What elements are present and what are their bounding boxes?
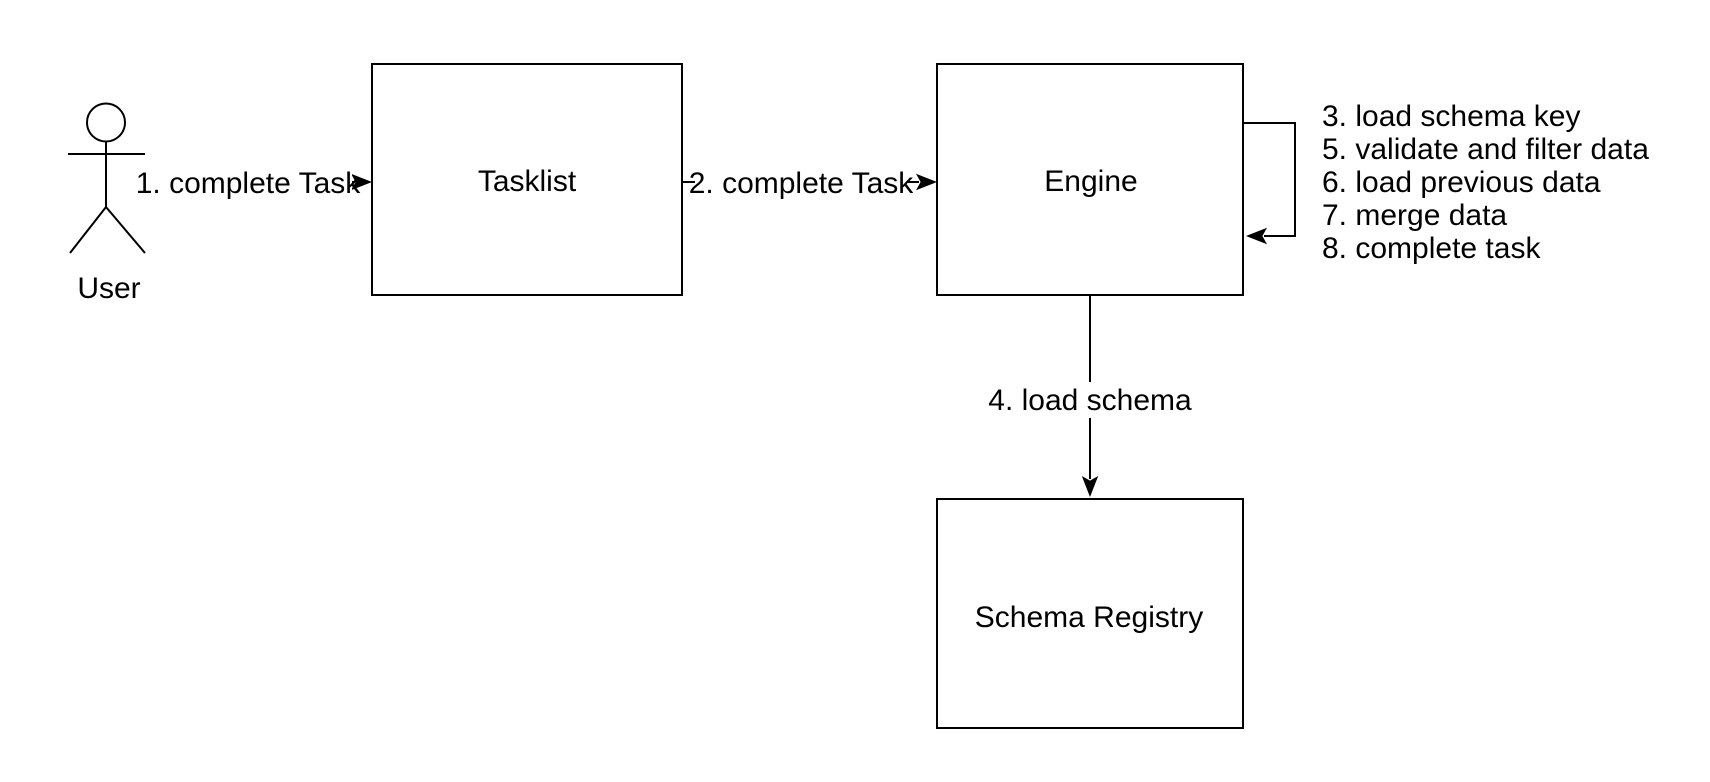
loop-step-1: 3. load schema key [1322,100,1580,133]
edge-label-2-text: 2. complete Task [689,167,915,200]
actor-head [86,102,126,143]
edge-label-1: 1. complete Task [136,167,362,200]
loop-step-3: 6. load previous data [1322,166,1601,199]
arrowhead-down-icon [1081,476,1099,497]
node-tasklist [371,63,683,296]
node-schema-registry [936,498,1244,729]
arrowhead-left-icon [1246,227,1267,245]
node-engine-label: Engine [1044,165,1137,198]
self-loop-steps-label: 3. load schema key 5. validate and filte… [1322,100,1649,265]
loop-step-4: 7. merge data [1322,199,1507,232]
node-tasklist-label: Tasklist [478,165,577,198]
actor-label: User [77,272,140,305]
node-engine [936,63,1244,296]
node-schema-registry-label: Schema Registry [975,601,1203,634]
edge-label-bg [695,165,907,199]
edge-tasklist-to-engine: 2. complete Task [682,165,937,200]
actor-right-leg [105,206,146,254]
user-actor-icon [68,102,146,254]
edge-label-bg [986,382,1194,418]
edge-label-bg [145,165,352,199]
edge-label-4: 4. load schema [988,384,1192,417]
arrowhead-right-icon [916,173,937,191]
arrowhead-right-icon [351,173,372,191]
loop-step-2: 5. validate and filter data [1322,133,1649,166]
loop-step-5: 8. complete task [1322,232,1541,265]
edge-user-to-tasklist: 1. complete Task [136,165,372,200]
actor-left-leg [69,206,107,254]
edge-engine-self-loop: 3. load schema key 5. validate and filte… [1243,100,1649,265]
edge-engine-to-schema-registry: 4. load schema [986,295,1194,497]
self-loop-line [1243,122,1296,237]
